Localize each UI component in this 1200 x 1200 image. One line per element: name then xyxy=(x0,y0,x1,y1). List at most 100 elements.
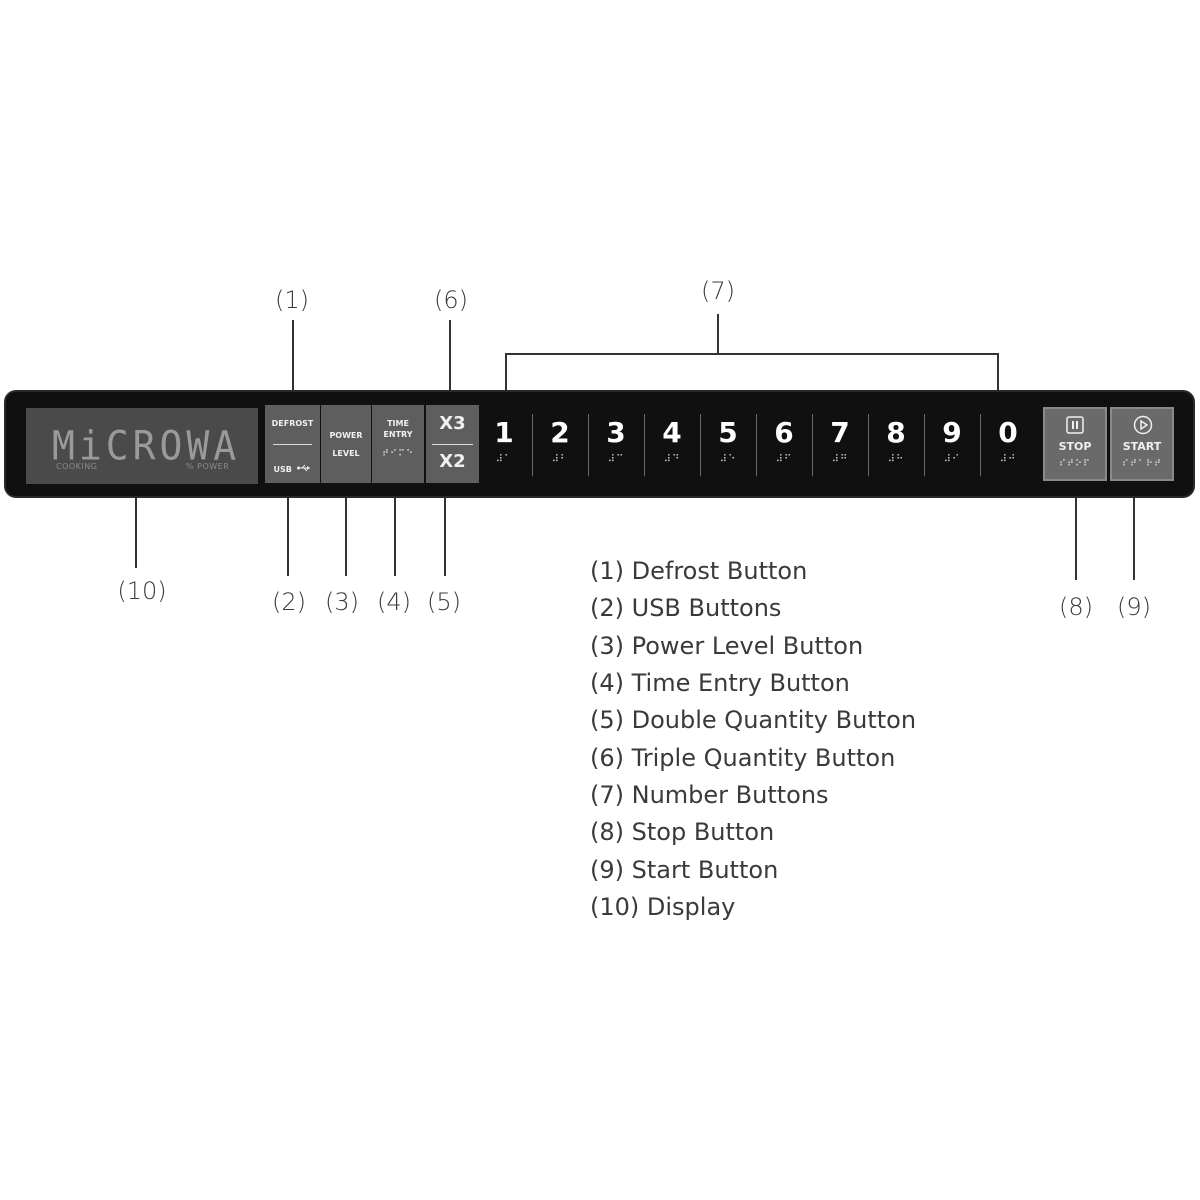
defrost-usb-button-group: DEFROST USB xyxy=(265,405,320,483)
braille-dots: ⠼⠑ xyxy=(719,454,737,465)
braille-dots: ⠼⠓ xyxy=(887,454,905,465)
start-button[interactable]: START ⠎⠞⠁⠗⠞ xyxy=(1110,407,1174,481)
leader-line-2 xyxy=(287,498,289,576)
leader-line-10 xyxy=(135,498,137,568)
braille-dots: ⠼⠋ xyxy=(775,454,793,465)
number-key-label: 6 xyxy=(774,416,794,449)
stop-button[interactable]: STOP ⠎⠞⠕⠏ xyxy=(1043,407,1107,481)
legend-item: (7) Number Buttons xyxy=(590,781,829,809)
usb-label: USB xyxy=(273,465,292,474)
display: MiCROWA COOKING % POWER xyxy=(26,408,258,484)
legend-item: (6) Triple Quantity Button xyxy=(590,744,896,772)
key-separator xyxy=(868,414,869,476)
pause-icon xyxy=(1066,416,1084,434)
divider xyxy=(432,444,473,445)
key-separator xyxy=(700,414,701,476)
callout-10: (10) xyxy=(117,577,167,605)
leader-line-7 xyxy=(717,314,719,354)
callout-4: (4) xyxy=(377,588,411,616)
number-key-3[interactable]: 3 ⠼⠉ xyxy=(590,410,642,480)
legend-item: (2) USB Buttons xyxy=(590,594,782,622)
play-icon xyxy=(1133,415,1153,435)
callout-1: (1) xyxy=(275,286,309,314)
braille-dots: ⠼⠁ xyxy=(495,454,513,465)
braille-dots: ⠼⠛ xyxy=(831,454,849,465)
time-entry-label-line2: ENTRY xyxy=(383,430,413,439)
legend-item: (8) Stop Button xyxy=(590,818,775,846)
triple-quantity-button[interactable]: X3 xyxy=(439,413,466,434)
braille-dots: ⠼⠃ xyxy=(551,454,569,465)
number-key-4[interactable]: 4 ⠼⠙ xyxy=(646,410,698,480)
number-key-5[interactable]: 5 ⠼⠑ xyxy=(702,410,754,480)
callout-9: (9) xyxy=(1117,593,1151,621)
number-key-label: 1 xyxy=(494,416,514,449)
key-separator xyxy=(532,414,533,476)
number-key-label: 0 xyxy=(998,416,1018,449)
key-separator xyxy=(644,414,645,476)
usb-icon xyxy=(297,464,311,471)
power-level-label-line2: LEVEL xyxy=(332,449,360,458)
bracket-7-left xyxy=(505,353,507,390)
display-label-power: % POWER xyxy=(186,462,230,471)
leader-line-5 xyxy=(444,498,446,576)
time-entry-label-line1: TIME xyxy=(387,419,409,428)
braille-dots: ⠎⠞⠁⠗⠞ xyxy=(1121,459,1163,469)
braille-dots: ⠼⠊ xyxy=(943,454,961,465)
leader-line-4 xyxy=(394,498,396,576)
legend-item: (5) Double Quantity Button xyxy=(590,706,917,734)
display-readout: MiCROWA xyxy=(52,422,241,470)
callout-5: (5) xyxy=(427,588,461,616)
number-key-label: 8 xyxy=(886,416,906,449)
number-key-6[interactable]: 6 ⠼⠋ xyxy=(758,410,810,480)
number-key-label: 7 xyxy=(830,416,850,449)
key-separator xyxy=(812,414,813,476)
time-entry-button[interactable]: TIME ENTRY ⠞⠊⠍⠑ xyxy=(372,405,424,483)
number-key-2[interactable]: 2 ⠼⠃ xyxy=(534,410,586,480)
number-key-label: 4 xyxy=(662,416,682,449)
number-key-label: 5 xyxy=(718,416,738,449)
leader-line-9 xyxy=(1133,498,1135,580)
number-key-7[interactable]: 7 ⠼⠛ xyxy=(814,410,866,480)
key-separator xyxy=(588,414,589,476)
stop-label: STOP xyxy=(1058,440,1092,453)
leader-line-3 xyxy=(345,498,347,576)
number-key-label: 3 xyxy=(606,416,626,449)
key-separator xyxy=(756,414,757,476)
legend-item: (1) Defrost Button xyxy=(590,557,808,585)
braille-dots: ⠼⠚ xyxy=(999,454,1017,465)
number-key-0[interactable]: 0 ⠼⠚ xyxy=(982,410,1034,480)
number-key-label: 9 xyxy=(942,416,962,449)
power-level-label-line1: POWER xyxy=(329,431,363,440)
number-key-8[interactable]: 8 ⠼⠓ xyxy=(870,410,922,480)
divider xyxy=(273,444,312,445)
number-key-9[interactable]: 9 ⠼⠊ xyxy=(926,410,978,480)
quantity-button-group: X3 X2 xyxy=(426,405,479,483)
power-level-button[interactable]: POWER LEVEL xyxy=(321,405,371,483)
braille-dots: ⠎⠞⠕⠏ xyxy=(1058,459,1092,469)
bracket-7-right xyxy=(997,353,999,390)
number-key-label: 2 xyxy=(550,416,570,449)
start-label: START xyxy=(1122,440,1162,453)
braille-dots: ⠼⠙ xyxy=(663,454,681,465)
double-quantity-button[interactable]: X2 xyxy=(439,451,466,472)
callout-7: (7) xyxy=(701,277,735,305)
legend-item: (3) Power Level Button xyxy=(590,632,864,660)
leader-line-6 xyxy=(449,320,451,390)
number-key-1[interactable]: 1 ⠼⠁ xyxy=(478,410,530,480)
key-separator xyxy=(980,414,981,476)
leader-line-8 xyxy=(1075,498,1077,580)
key-separator xyxy=(924,414,925,476)
bracket-7-horizontal xyxy=(505,353,999,355)
legend-item: (9) Start Button xyxy=(590,856,779,884)
callout-6: (6) xyxy=(434,286,468,314)
callout-3: (3) xyxy=(325,588,359,616)
leader-line-1 xyxy=(292,320,294,390)
braille-dots: ⠼⠉ xyxy=(607,454,625,465)
legend-item: (4) Time Entry Button xyxy=(590,669,850,697)
braille-dots: ⠞⠊⠍⠑ xyxy=(381,449,415,459)
usb-button[interactable]: USB xyxy=(265,457,320,476)
callout-2: (2) xyxy=(272,588,306,616)
defrost-button[interactable]: DEFROST xyxy=(271,419,314,428)
callout-8: (8) xyxy=(1059,593,1093,621)
display-label-cooking: COOKING xyxy=(56,462,98,471)
